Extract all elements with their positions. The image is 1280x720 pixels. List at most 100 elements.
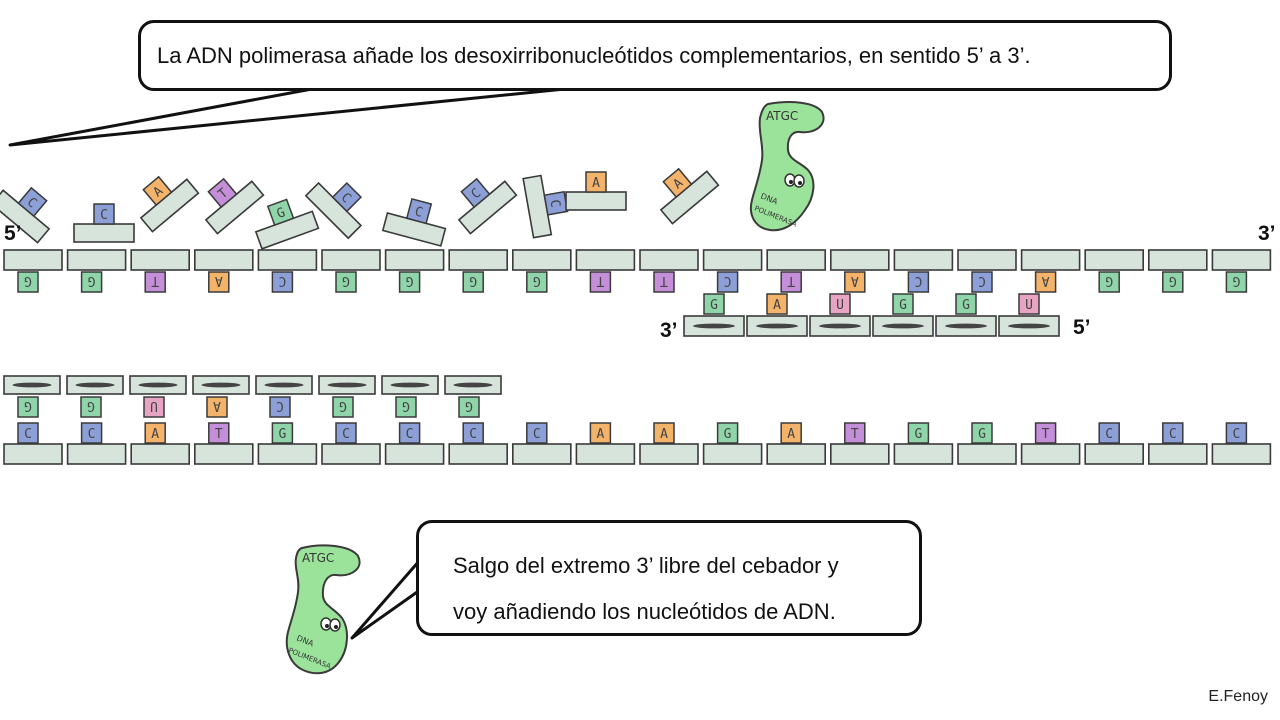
backbone-segment xyxy=(829,443,890,465)
base-g: G xyxy=(458,396,480,418)
base-box xyxy=(589,422,612,444)
ribose-mark xyxy=(819,323,861,329)
sugar-phosphate xyxy=(448,443,509,465)
base-letter: C xyxy=(533,427,541,442)
backbone-segment xyxy=(1084,443,1144,465)
sugar-phosphate xyxy=(1148,443,1208,465)
sugar-phosphate xyxy=(257,443,318,465)
base-g: G xyxy=(271,422,294,444)
backbone-segment xyxy=(448,249,509,271)
backbone-segment xyxy=(130,443,190,465)
base-g: G xyxy=(955,293,977,315)
author-credit: E.Fenoy xyxy=(1208,688,1268,705)
base-box xyxy=(17,186,48,218)
base-letter: G xyxy=(465,398,473,413)
backbone-segment xyxy=(129,375,187,395)
backbone-segment xyxy=(511,249,572,271)
base-box xyxy=(907,422,930,444)
base-box xyxy=(271,422,294,444)
base-letter: T xyxy=(151,273,159,288)
backbone-segment xyxy=(257,249,318,271)
sugar-phosphate xyxy=(130,443,190,465)
base-box xyxy=(17,271,39,293)
free-nucleotide: C xyxy=(457,177,518,235)
sugar-phosphate xyxy=(829,443,890,465)
backbone-segment xyxy=(192,375,250,395)
base-letter: G xyxy=(24,273,32,288)
base-a: A xyxy=(589,422,612,444)
base-box xyxy=(1225,271,1248,293)
base-box xyxy=(653,271,675,293)
backbone-segment xyxy=(381,375,439,395)
base-box xyxy=(1162,422,1184,444)
base-box xyxy=(142,175,173,207)
dna-polymerase-bottom: ATGC DNA POLIMERASA xyxy=(285,544,361,675)
base-box xyxy=(80,396,102,418)
base-letter: C xyxy=(278,273,286,288)
base-g: G xyxy=(80,396,102,418)
bottom-speech-bubble: Salgo del extremo 3’ libre del cebador y… xyxy=(416,520,922,636)
base-letter: G xyxy=(87,398,95,413)
base-letter: G xyxy=(342,273,350,288)
sugar-phosphate xyxy=(766,443,827,465)
base-letter: C xyxy=(546,198,562,208)
base-u: U xyxy=(143,396,165,418)
template-5-prime-label: 5’ xyxy=(4,222,22,245)
base-letter: C xyxy=(276,398,284,413)
base-letter: A xyxy=(592,176,600,191)
base-letter: A xyxy=(213,398,221,413)
base-letter: G xyxy=(899,298,907,313)
base-letter: A xyxy=(596,427,604,442)
base-c: C xyxy=(335,422,357,444)
sugar-phosphate xyxy=(893,249,954,271)
dna-polymerase-top: ATGC DNA POLIMERASA xyxy=(750,101,825,232)
base-letter: G xyxy=(533,273,541,288)
free-nucleotide: C xyxy=(381,197,447,247)
base-a: A xyxy=(844,271,866,293)
base-box xyxy=(458,396,480,418)
backbone-segment xyxy=(893,249,954,271)
base-g: G xyxy=(703,293,725,315)
base-box xyxy=(907,271,930,293)
sugar-phosphate xyxy=(1148,249,1208,271)
base-letter: T xyxy=(851,427,859,442)
sugar-phosphate xyxy=(66,249,127,271)
backbone-segment xyxy=(1211,443,1272,465)
free-nucleotide: C xyxy=(304,181,363,240)
base-letter: C xyxy=(406,427,414,442)
base-box xyxy=(80,422,103,444)
base-box xyxy=(1034,422,1057,444)
base-box xyxy=(844,422,866,444)
base-letter: G xyxy=(88,273,96,288)
backbone-segment xyxy=(1084,249,1144,271)
sugar-phosphate xyxy=(575,443,636,465)
base-box xyxy=(462,271,484,293)
backbone-segment xyxy=(1211,249,1272,271)
base-letter: C xyxy=(413,204,424,221)
base-g: G xyxy=(907,422,930,444)
bottom-bubble-tail xyxy=(350,558,422,640)
sugar-phosphate xyxy=(194,443,254,465)
base-letter: A xyxy=(773,298,781,313)
sugar-phosphate xyxy=(66,443,127,465)
base-a: A xyxy=(1034,271,1057,293)
backbone-segment xyxy=(194,443,254,465)
base-letter: C xyxy=(88,427,96,442)
base-box xyxy=(526,422,548,444)
sugar-phosphate xyxy=(829,249,890,271)
base-box xyxy=(335,271,357,293)
base-c: C xyxy=(971,271,993,293)
base-letter: C xyxy=(914,273,922,288)
backbone-segment xyxy=(511,443,572,465)
sugar-phosphate xyxy=(1211,443,1272,465)
sugar-phosphate xyxy=(1020,443,1081,465)
backbone-segment xyxy=(194,249,254,271)
base-letter: G xyxy=(978,427,986,442)
base-box xyxy=(780,422,802,444)
base-box xyxy=(208,422,230,444)
polymerase-eye xyxy=(329,618,341,632)
